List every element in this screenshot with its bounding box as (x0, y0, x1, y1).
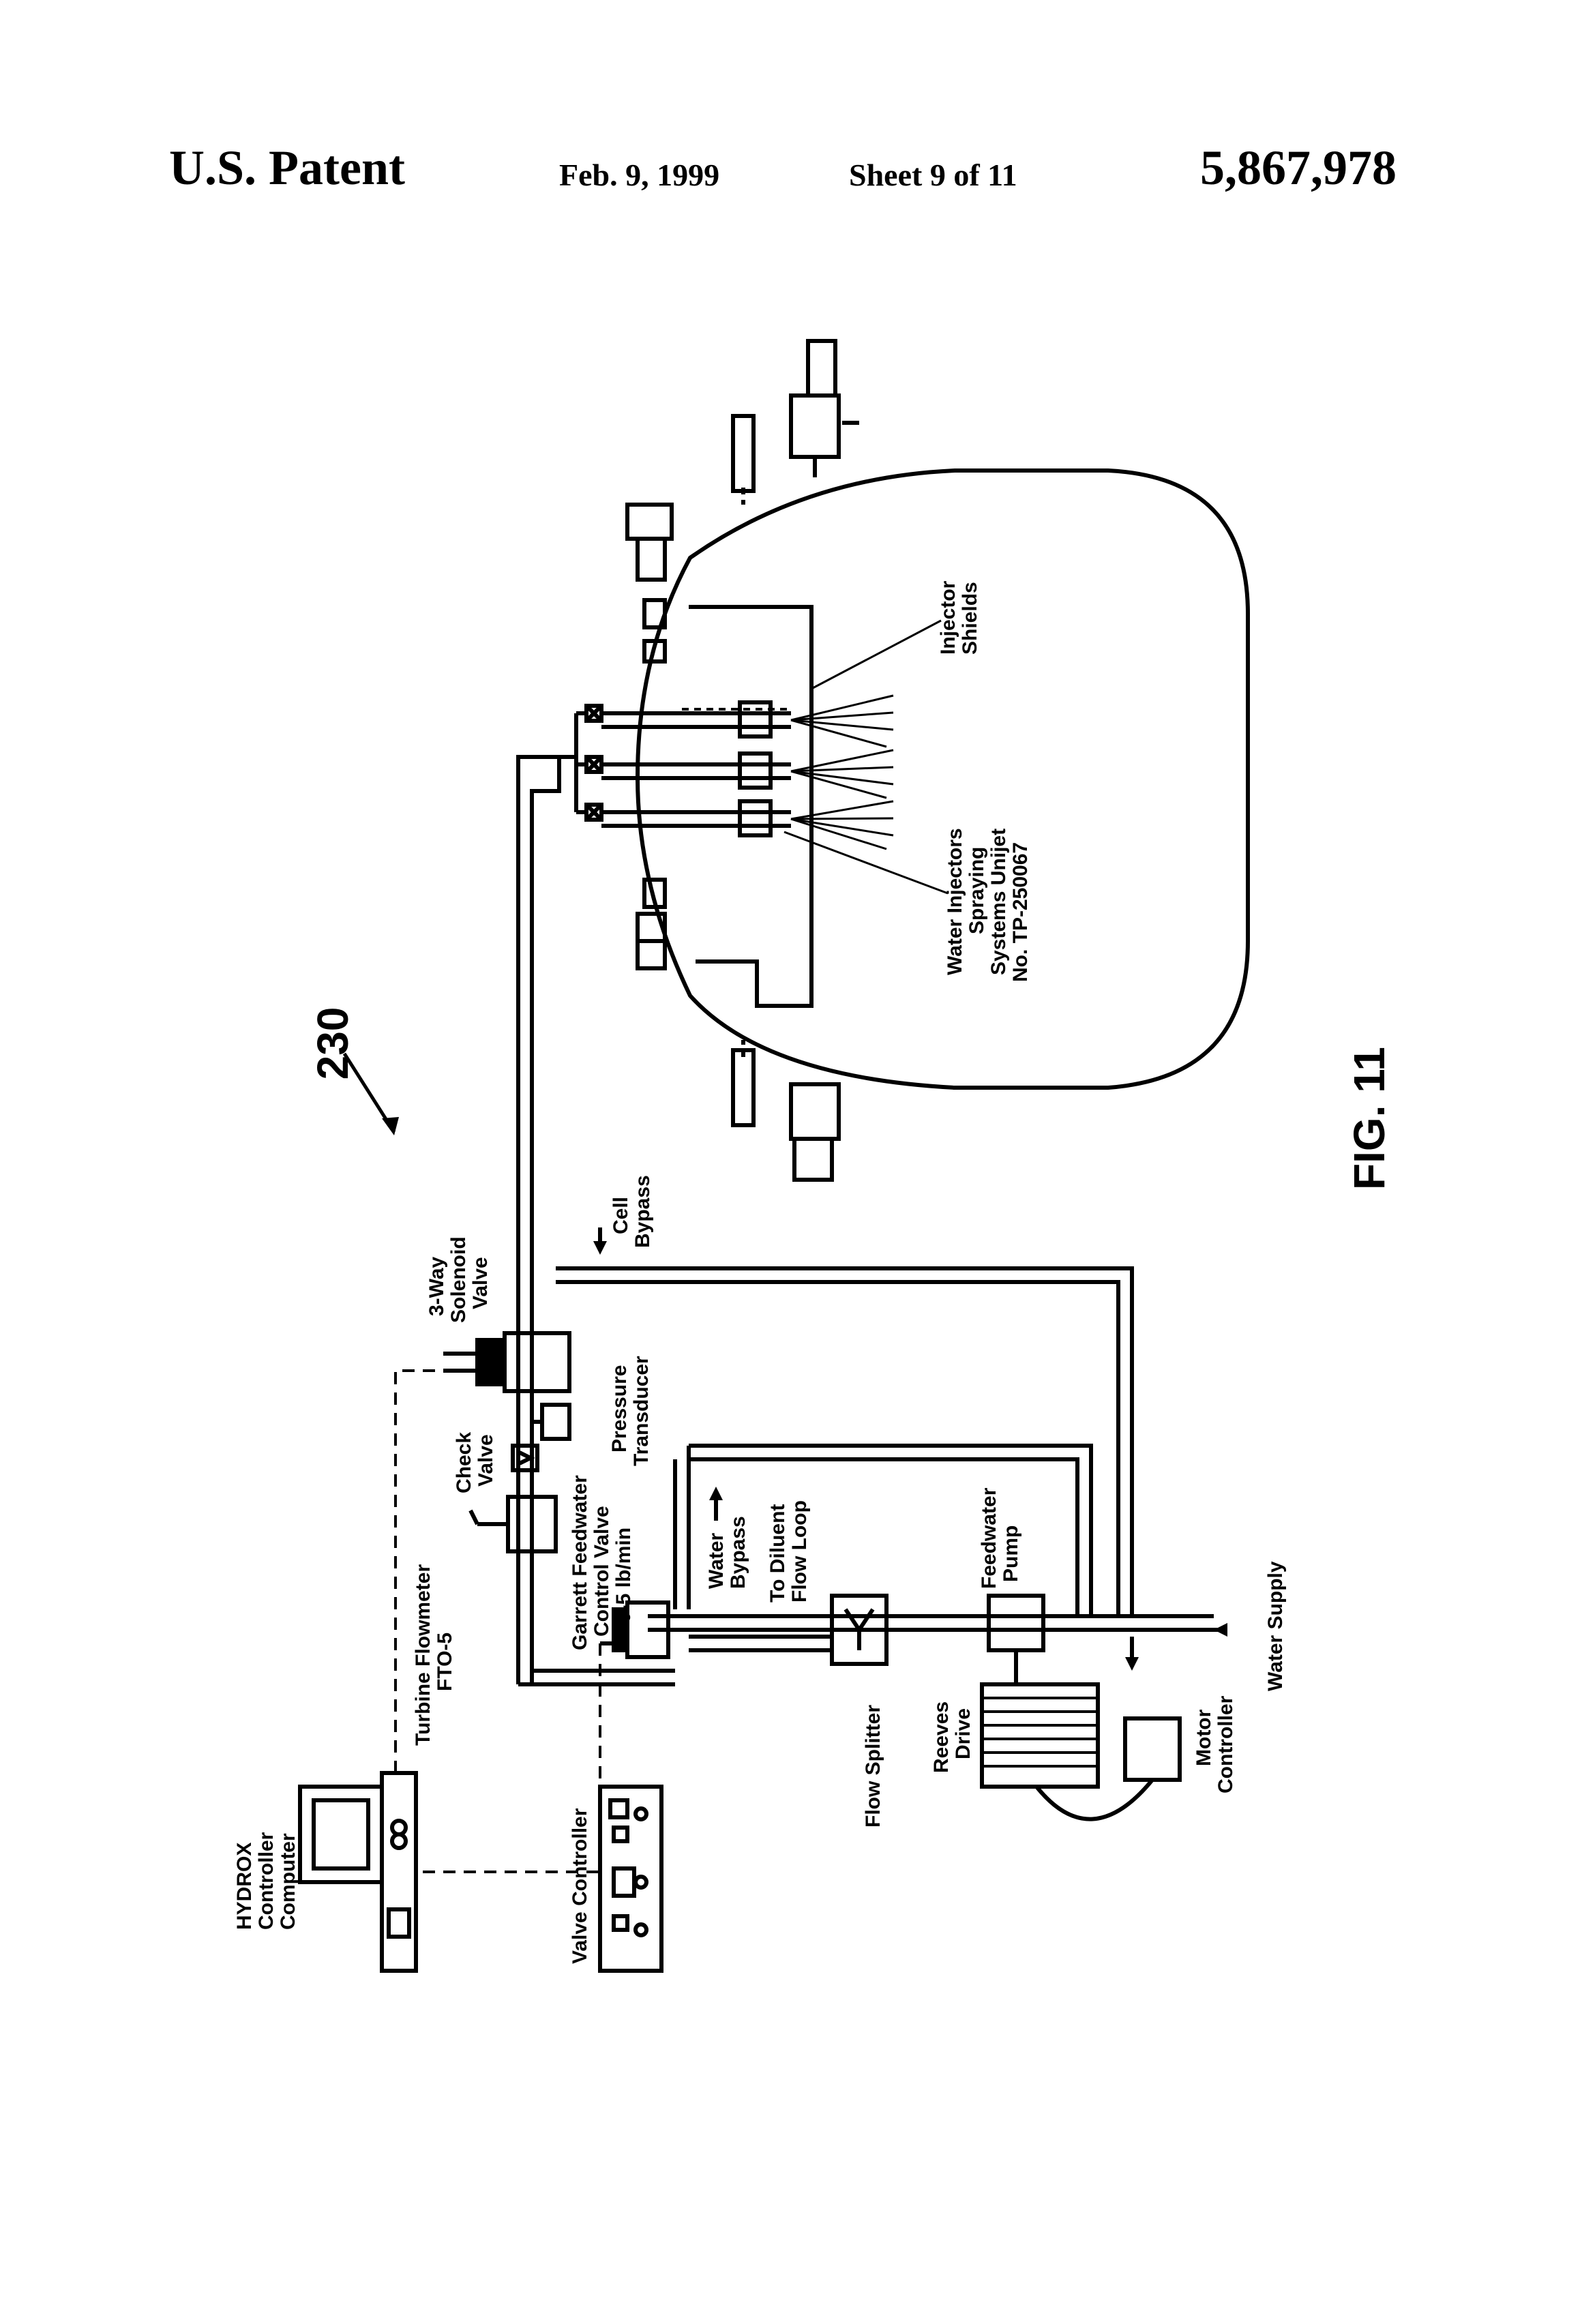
label-injector-shields-2: Shields (959, 582, 981, 655)
label-check-valve-2: Valve (475, 1434, 497, 1487)
label-pressure-transducer-1: Pressure (608, 1365, 631, 1452)
pressure-transducer (542, 1405, 569, 1439)
reference-number: 230 (308, 1007, 357, 1080)
label-feedwater-pump-1: Feedwater (978, 1487, 1000, 1589)
label-solenoid-1: 3-Way (426, 1256, 448, 1316)
label-garrett-1: Garrett Feedwater (569, 1475, 591, 1650)
label-pressure-transducer-2: Transducer (630, 1356, 653, 1466)
label-water-injectors-1: Water Injectors (944, 828, 966, 975)
label-cell-bypass-1: Cell (610, 1197, 632, 1234)
label-reeves-drive-1: Reeves (930, 1701, 953, 1773)
motor-controller (1125, 1718, 1180, 1780)
label-diluent-loop-1: To Diluent (766, 1504, 789, 1603)
label-water-bypass-1: Water (705, 1532, 728, 1589)
figure-caption: FIG. 11 (1345, 1047, 1394, 1190)
valve-controller (600, 1787, 661, 1971)
feedwater-pump (989, 1596, 1043, 1650)
label-motor-controller-1: Motor (1193, 1709, 1215, 1766)
water-injector-assemblies (576, 621, 948, 893)
garrett-feedwater-control-valve (471, 1497, 556, 1551)
label-water-supply: Water Supply (1264, 1561, 1287, 1691)
label-reeves-drive-2: Drive (952, 1708, 974, 1759)
label-cell-bypass-2: Bypass (631, 1175, 654, 1248)
label-solenoid-3: Valve (469, 1257, 492, 1309)
label-garrett-3: 0-5 lb/min (612, 1528, 635, 1623)
hydrox-controller-computer (300, 1773, 416, 1971)
label-turbine-flowmeter-1: Turbine Flowmeter (412, 1564, 434, 1746)
label-motor-controller-2: Controller (1214, 1695, 1237, 1793)
three-way-solenoid-valve (443, 1333, 569, 1391)
combustor-vessel (627, 341, 1248, 1180)
label-water-injectors-4: No. TP-250067 (1009, 842, 1032, 982)
label-valve-controller: Valve Controller (569, 1808, 591, 1964)
label-garrett-2: Control Valve (591, 1506, 613, 1637)
reeves-drive (982, 1650, 1098, 1787)
label-feedwater-pump-2: Pump (1000, 1525, 1022, 1582)
label-hydrox-1: HYDROX (233, 1843, 256, 1930)
label-flow-splitter: Flow Splitter (862, 1705, 884, 1828)
label-turbine-flowmeter-2: FTO-5 (434, 1633, 456, 1691)
label-water-bypass-2: Bypass (727, 1516, 749, 1589)
label-hydrox-3: Computer (277, 1833, 299, 1930)
label-water-injectors-3: Systems Unijet (987, 829, 1010, 975)
label-check-valve-1: Check (453, 1432, 475, 1493)
label-injector-shields-1: Injector (937, 580, 959, 655)
label-solenoid-2: Solenoid (447, 1236, 470, 1323)
label-hydrox-2: Controller (255, 1832, 278, 1930)
label-water-injectors-2: Spraying (966, 847, 988, 934)
label-diluent-loop-2: Flow Loop (788, 1500, 811, 1603)
